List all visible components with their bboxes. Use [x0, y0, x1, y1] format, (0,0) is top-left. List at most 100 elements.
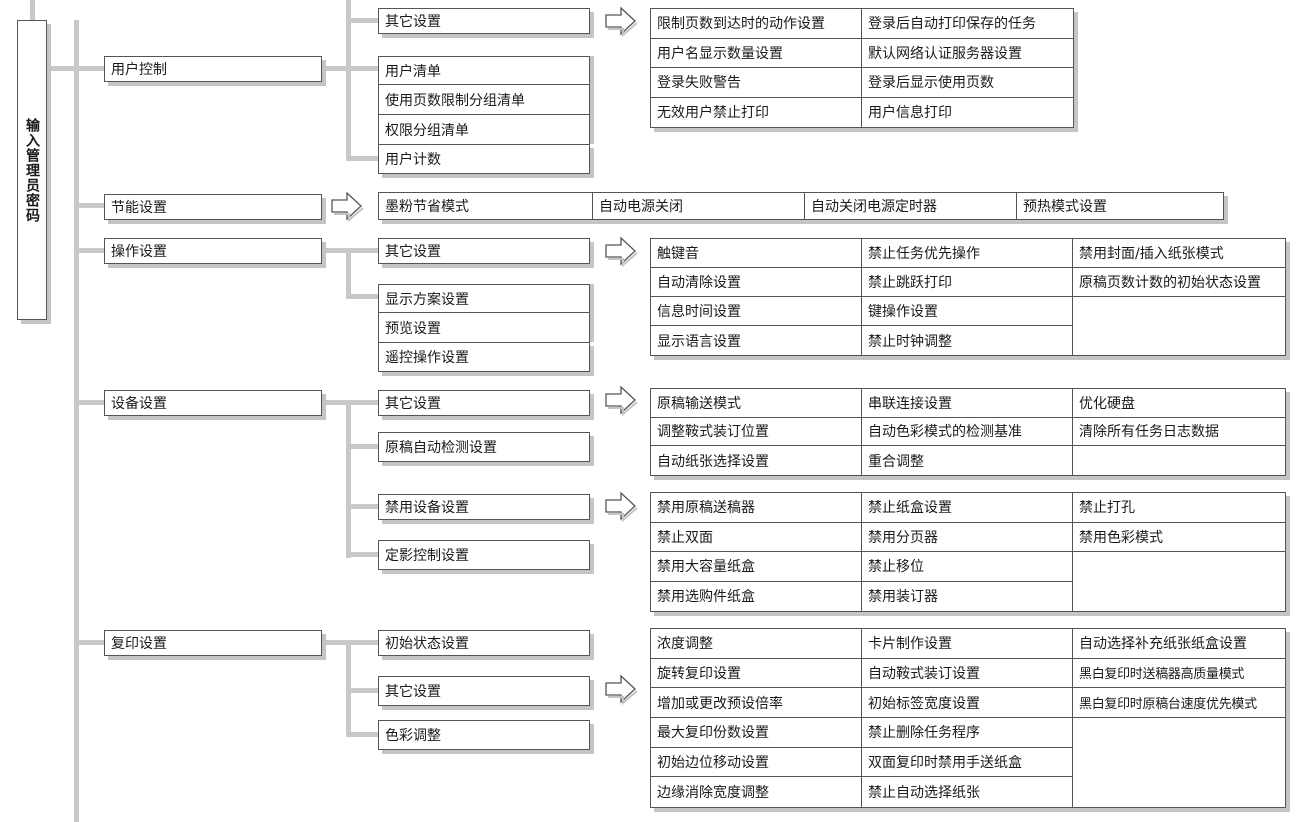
setting-item: 禁用大容量纸盒 — [651, 552, 862, 582]
setting-item: 禁止删除任务程序 — [862, 717, 1073, 748]
energy-item: 自动电源关闭 — [593, 193, 805, 219]
op-other-grid: 触键音 禁止任务优先操作 禁用封面/插入纸张模式 自动清除设置 禁止跳跃打印 原… — [650, 238, 1286, 356]
uc-user-count: 用户计数 — [378, 144, 590, 174]
setting-item: 禁用原稿送稿器 — [651, 493, 862, 523]
op-connector — [322, 248, 380, 253]
setting-item: 自动选择补充纸张纸盒设置 — [1073, 629, 1285, 659]
setting-item: 登录失败警告 — [651, 68, 862, 98]
op-remote: 遥控操作设置 — [378, 342, 590, 372]
cp-other-grid: 浓度调整 卡片制作设置 自动选择补充纸张纸盒设置 旋转复印设置 自动鞍式装订设置… — [650, 628, 1286, 808]
setting-item: 禁止双面 — [651, 522, 862, 552]
setting-item: 初始标签宽度设置 — [862, 688, 1073, 718]
dev-auto-detect: 原稿自动检测设置 — [378, 432, 590, 462]
root-connector — [47, 66, 79, 71]
cp-initial-state: 初始状态设置 — [378, 630, 590, 656]
cp-other-settings: 其它设置 — [378, 676, 590, 706]
setting-item: 最大复印份数设置 — [651, 717, 862, 748]
setting-item: 原稿输送模式 — [651, 389, 862, 418]
setting-item: 禁用色彩模式 — [1073, 523, 1285, 552]
setting-item: 黑白复印时原稿台速度优先模式 — [1073, 688, 1285, 718]
dev-tick-detect — [346, 444, 380, 449]
setting-item: 优化硬盘 — [1073, 389, 1285, 418]
category-user-control: 用户控制 — [104, 56, 322, 82]
empty-cell — [1073, 297, 1285, 326]
setting-item: 禁止跳跃打印 — [862, 268, 1073, 297]
setting-item: 信息时间设置 — [651, 297, 862, 326]
setting-item: 调整鞍式装订位置 — [651, 417, 862, 447]
empty-cell — [1073, 552, 1285, 582]
setting-item: 重合调整 — [862, 446, 1073, 475]
setting-item: 用户名显示数量设置 — [651, 38, 862, 68]
setting-item: 禁用选购件纸盒 — [651, 581, 862, 611]
cp-tick-color — [346, 732, 380, 737]
arrow-right-icon — [605, 674, 638, 705]
branch-operation — [74, 248, 104, 253]
dev-connector — [322, 400, 380, 405]
setting-item: 边缘消除宽度调整 — [651, 777, 862, 807]
setting-item: 串联连接设置 — [862, 389, 1073, 418]
empty-cell — [1073, 326, 1285, 355]
dev-tick-disable — [346, 504, 380, 509]
arrow-right-icon — [331, 191, 364, 222]
setting-item: 禁止时钟调整 — [862, 326, 1073, 355]
empty-cell — [1073, 777, 1285, 807]
arrow-right-icon — [605, 385, 638, 416]
setting-item: 禁用封面/插入纸张模式 — [1073, 239, 1285, 268]
setting-item: 禁止打孔 — [1073, 493, 1285, 523]
setting-item: 无效用户禁止打印 — [651, 97, 862, 127]
op-tick-display — [346, 294, 380, 299]
setting-item: 自动纸张选择设置 — [651, 446, 862, 475]
setting-item: 增加或更改预设倍率 — [651, 688, 862, 718]
category-copy: 复印设置 — [104, 630, 322, 656]
op-display-scheme: 显示方案设置 — [378, 284, 590, 312]
empty-cell — [1073, 717, 1285, 748]
uc-tick-other — [346, 18, 380, 23]
uc-page-limit-group-list: 使用页数限制分组清单 — [378, 84, 590, 114]
op-spine — [346, 248, 351, 298]
dev-disable-settings: 禁用设备设置 — [378, 494, 590, 520]
dev-spine — [346, 400, 351, 558]
uc-spine — [346, 0, 351, 160]
dev-other-settings: 其它设置 — [378, 390, 590, 416]
setting-item: 禁止移位 — [862, 552, 1073, 582]
setting-item: 禁用分页器 — [862, 522, 1073, 552]
uc-user-list: 用户清单 — [378, 56, 590, 84]
branch-device — [74, 400, 104, 405]
arrow-right-icon — [605, 236, 638, 267]
category-energy: 节能设置 — [104, 194, 322, 220]
arrow-right-icon — [605, 6, 638, 37]
setting-item: 浓度调整 — [651, 629, 862, 659]
energy-items-row: 墨粉节省模式 自动电源关闭 自动关闭电源定时器 预热模式设置 — [378, 192, 1224, 220]
energy-item: 预热模式设置 — [1023, 199, 1107, 215]
cp-connector — [322, 640, 380, 645]
setting-item: 禁用装订器 — [862, 581, 1073, 611]
setting-item: 双面复印时禁用手送纸盒 — [862, 747, 1073, 778]
energy-item: 墨粉节省模式 — [379, 193, 593, 219]
setting-item: 禁止纸盒设置 — [862, 493, 1073, 523]
energy-item: 自动关闭电源定时器 — [805, 193, 1017, 219]
dev-fixing-control: 定影控制设置 — [378, 540, 590, 570]
root-spine-top — [30, 0, 35, 20]
uc-tick-count — [346, 156, 380, 161]
setting-item: 原稿页数计数的初始状态设置 — [1073, 268, 1285, 297]
uc-other-settings: 其它设置 — [378, 8, 590, 34]
setting-item: 自动色彩模式的检测基准 — [862, 417, 1073, 447]
uc-connector — [322, 66, 380, 71]
empty-cell — [1073, 581, 1285, 611]
setting-item: 初始边位移动设置 — [651, 747, 862, 778]
setting-item: 默认网络认证服务器设置 — [862, 39, 1073, 68]
setting-item: 键操作设置 — [862, 297, 1073, 326]
root-admin-password: 输入管理员密码 — [17, 20, 47, 320]
category-operation: 操作设置 — [104, 238, 322, 264]
setting-item: 禁止自动选择纸张 — [862, 777, 1073, 807]
branch-energy — [74, 203, 104, 208]
arrow-right-icon — [605, 491, 638, 522]
op-preview: 预览设置 — [378, 312, 590, 342]
setting-item: 卡片制作设置 — [862, 629, 1073, 659]
setting-item: 自动清除设置 — [651, 268, 862, 297]
setting-item: 黑白复印时送稿器高质量模式 — [1073, 659, 1285, 689]
setting-item: 用户信息打印 — [868, 105, 952, 122]
setting-item: 禁止任务优先操作 — [862, 239, 1073, 268]
uc-auth-group-list: 权限分组清单 — [378, 114, 590, 144]
category-device: 设备设置 — [104, 390, 322, 416]
